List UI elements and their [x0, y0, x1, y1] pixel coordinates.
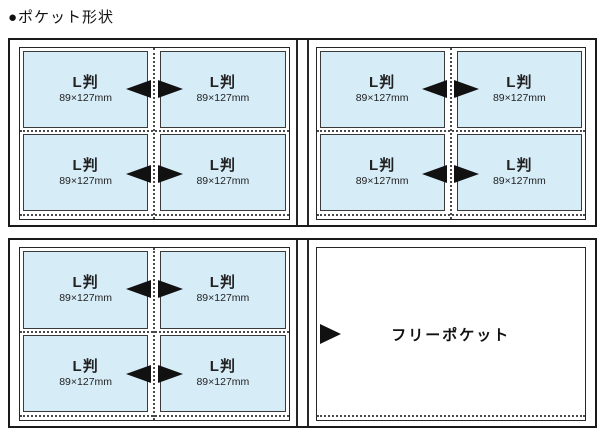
right-arrow-icon [454, 79, 480, 98]
pocket-size-label: L判 [369, 74, 396, 92]
pocket-size-label: L判 [72, 157, 99, 175]
pocket-dimensions: 89×127mm [355, 175, 409, 188]
pocket-l-size: L判 89×127mm [319, 134, 445, 211]
right-arrow-icon [319, 324, 341, 344]
pocket-l-size: L判 89×127mm [160, 334, 286, 412]
left-arrow-icon [422, 79, 448, 98]
right-arrow-icon [454, 164, 480, 183]
spread-bottom-left: L判 89×127mm L判 89×127mm L判 89×127mm L判 8… [19, 247, 290, 421]
left-arrow-icon [125, 365, 151, 384]
bottom-panel: L判 89×127mm L判 89×127mm L判 89×127mm L判 8… [8, 238, 597, 428]
free-pocket-page: フリーポケット [315, 247, 586, 421]
pocket-size-label: L判 [72, 357, 99, 375]
pocket-size-label: L判 [209, 274, 236, 292]
center-fold-dotted-line [449, 48, 452, 219]
pocket-dimensions: 89×127mm [59, 292, 113, 305]
pocket-l-size: L判 89×127mm [160, 51, 286, 128]
page-title: ●ポケット形状 [8, 9, 115, 26]
left-arrow-icon [125, 79, 151, 98]
pocket-size-label: L判 [72, 274, 99, 292]
album-binding [290, 40, 316, 225]
slide-in-arrows [20, 279, 289, 298]
binding-strip [296, 240, 309, 426]
left-arrow-icon [125, 279, 151, 298]
right-arrow-icon [157, 164, 183, 183]
left-arrow-icon [422, 164, 448, 183]
slide-in-arrows [317, 164, 586, 183]
pocket-dimensions: 89×127mm [355, 92, 409, 105]
pocket-size-label: L判 [369, 157, 396, 175]
pocket-size-label: L判 [72, 74, 99, 92]
right-arrow-icon [157, 365, 183, 384]
spread-top-left: L判 89×127mm L判 89×127mm L判 89×127mm L判 8… [19, 47, 290, 220]
pocket-size-label: L判 [209, 74, 236, 92]
slide-in-arrows [317, 79, 586, 98]
pocket-size-label: L判 [209, 157, 236, 175]
spread-top-right: L判 89×127mm L判 89×127mm L判 89×127mm L判 8… [315, 47, 586, 220]
pocket-dimensions: 89×127mm [196, 292, 250, 305]
pocket-dimensions: 89×127mm [196, 92, 250, 105]
slide-in-arrows [20, 365, 289, 384]
pocket-size-label: L判 [506, 157, 533, 175]
left-arrow-icon [125, 164, 151, 183]
bottom-dotted-line [20, 415, 289, 417]
pocket-dimensions: 89×127mm [59, 375, 113, 388]
slide-in-arrows [20, 164, 289, 183]
album-binding [290, 240, 316, 426]
pocket-size-label: L判 [209, 357, 236, 375]
pocket-dimensions: 89×127mm [59, 175, 113, 188]
pocket-dimensions: 89×127mm [59, 92, 113, 105]
pocket-dimensions: 89×127mm [492, 175, 546, 188]
pocket-size-label: L判 [506, 74, 533, 92]
slide-in-arrows [20, 79, 289, 98]
free-pocket-label: フリーポケット [391, 326, 511, 344]
bottom-dotted-line [316, 415, 585, 417]
center-fold-dotted-line [153, 248, 156, 420]
bottom-dotted-line [20, 214, 289, 216]
center-fold-dotted-line [153, 48, 156, 219]
right-arrow-icon [157, 279, 183, 298]
binding-strip [296, 40, 309, 225]
top-panel: L判 89×127mm L判 89×127mm L判 89×127mm L判 8… [8, 38, 597, 227]
right-arrow-icon [157, 79, 183, 98]
pocket-dimensions: 89×127mm [196, 375, 250, 388]
pocket-dimensions: 89×127mm [492, 92, 546, 105]
pocket-dimensions: 89×127mm [196, 175, 250, 188]
bottom-dotted-line [316, 214, 585, 216]
pocket-grid: L判 89×127mm L判 89×127mm L判 89×127mm L判 8… [23, 51, 286, 211]
